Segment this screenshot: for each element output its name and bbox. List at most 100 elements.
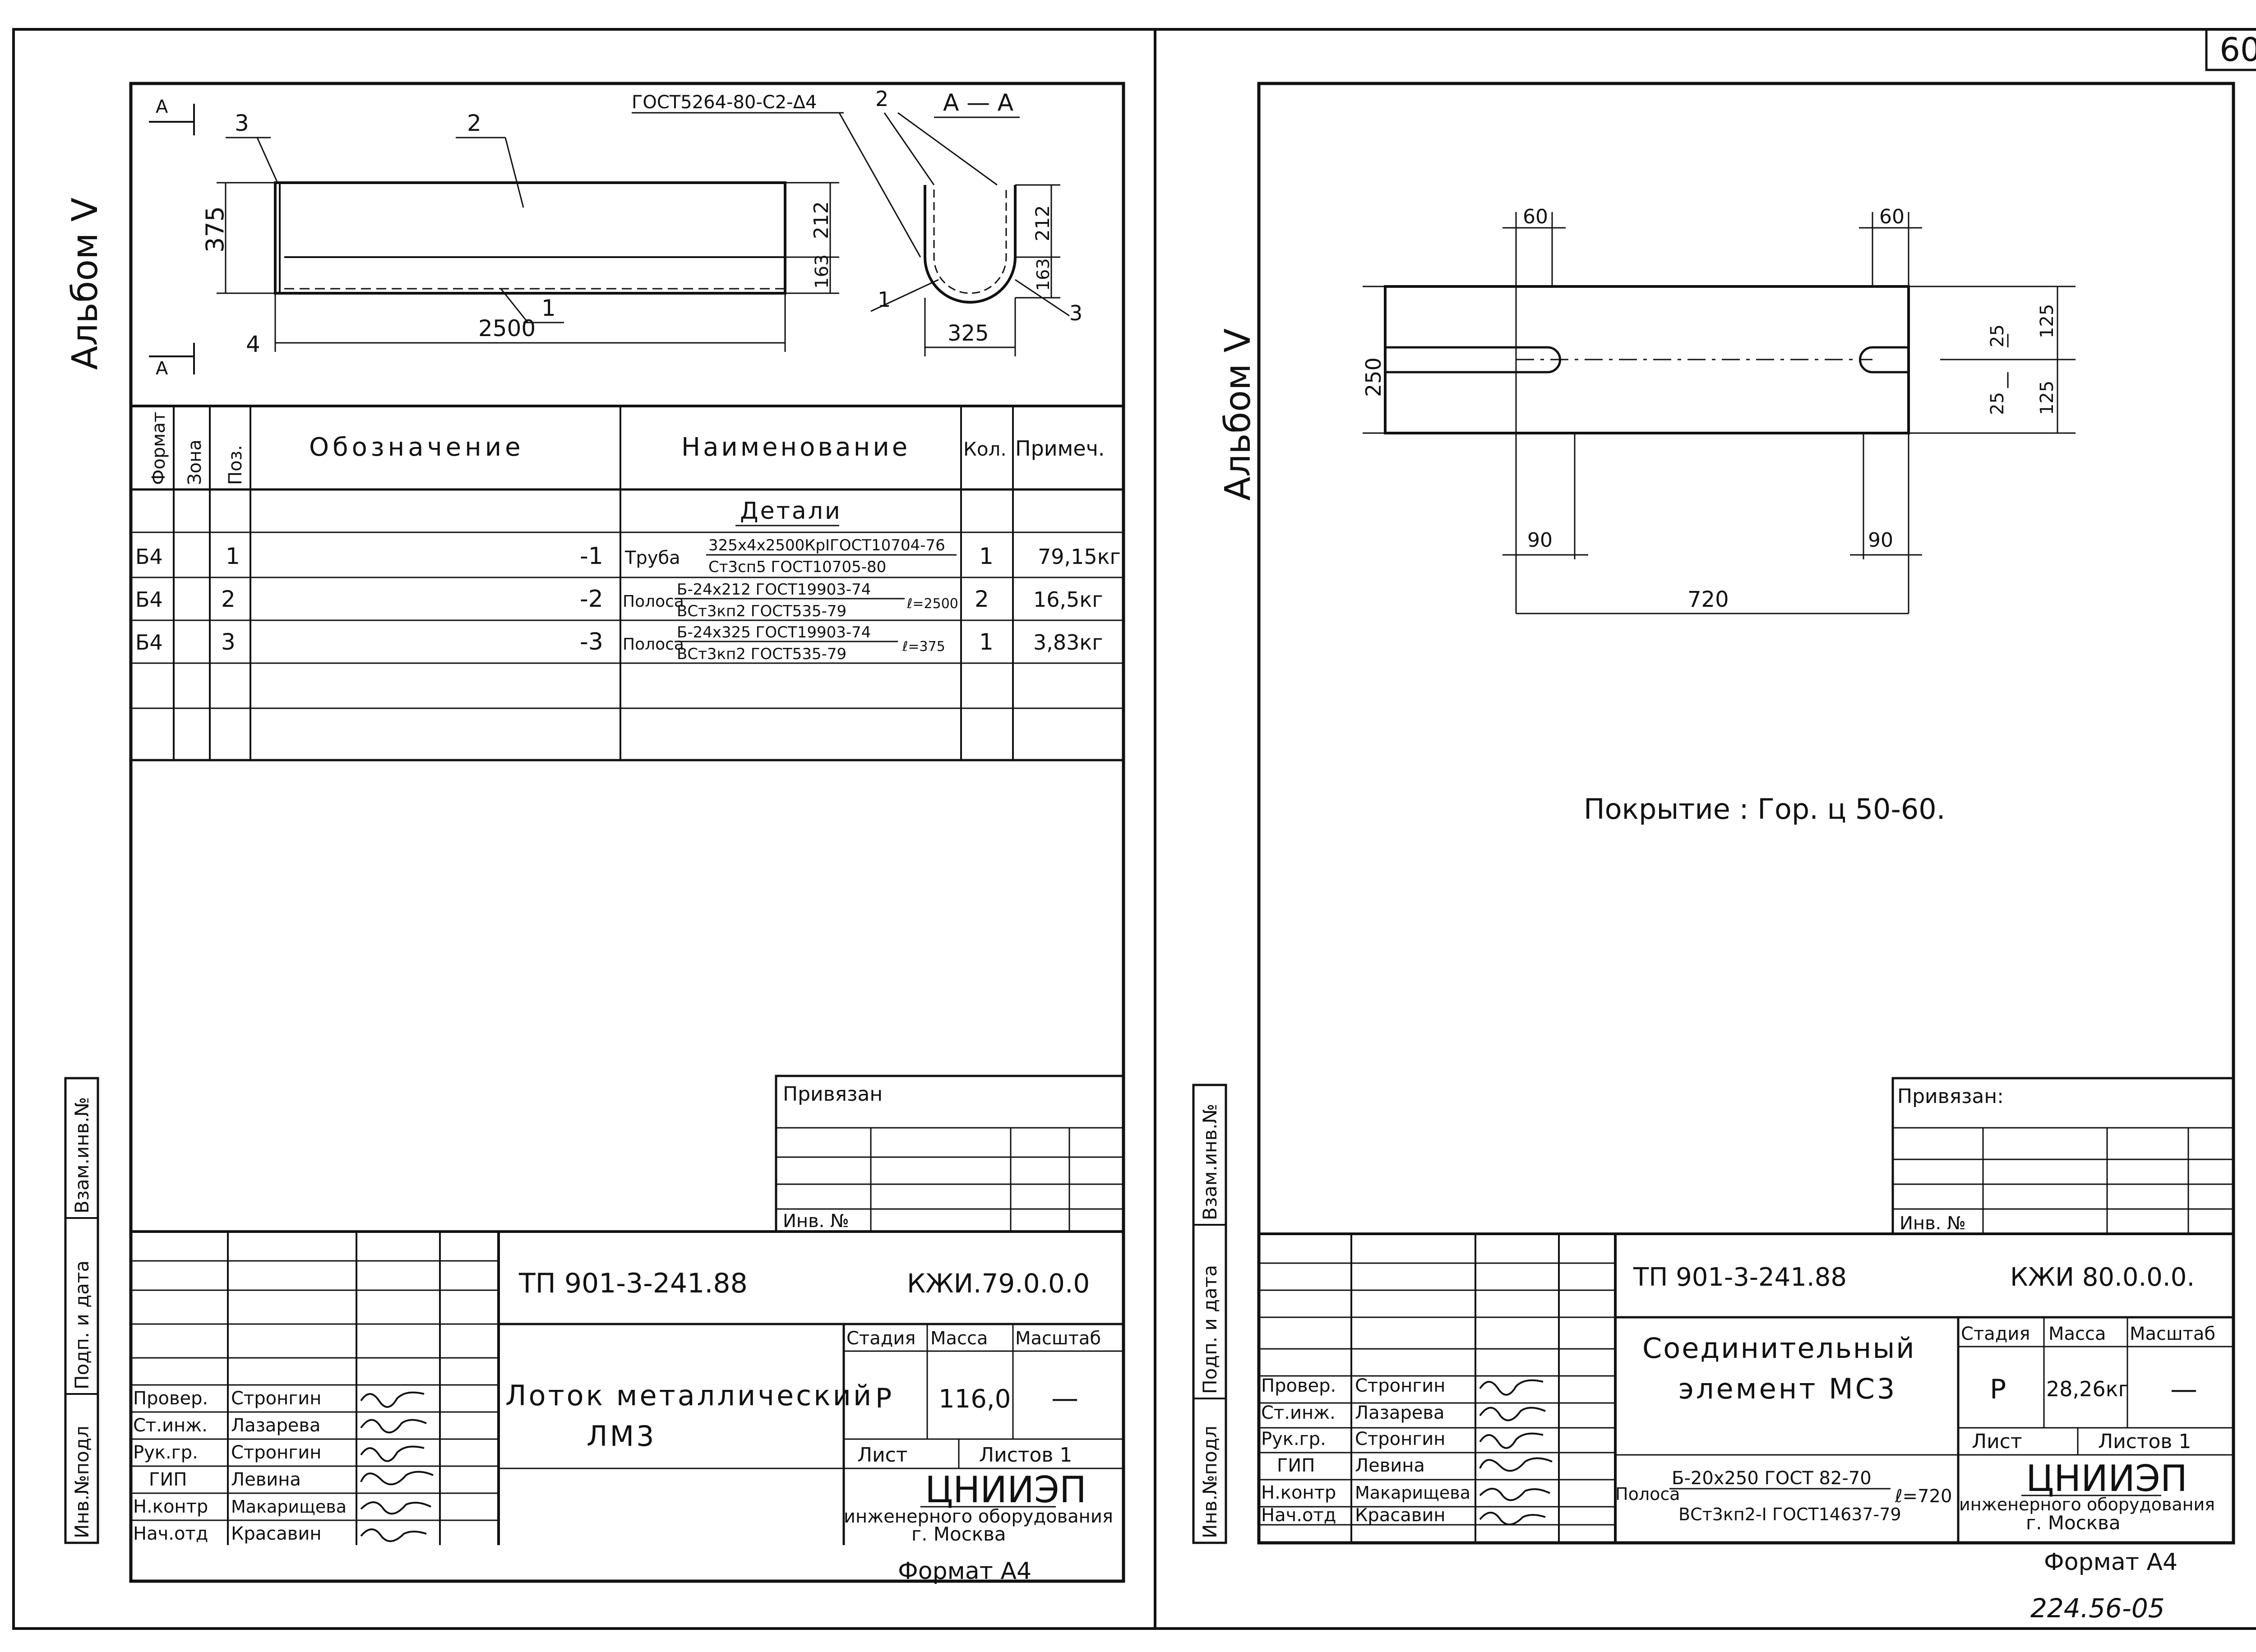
org-line2: инженерного оборудования — [1959, 1495, 2215, 1514]
stamp-number: 224.56-05 — [2030, 1593, 2165, 1624]
side-label-podp: Подп. и дата — [1199, 1265, 1221, 1394]
row-pos: 2 — [221, 586, 236, 612]
privyazan-label: Привязан: — [1897, 1085, 2004, 1108]
connecting-element-drawing: 60 60 250 25 25 125 125 90 90 720 — [1361, 205, 2076, 614]
scale-header: Масштаб — [1015, 1328, 1101, 1349]
stage-value: Р — [875, 1383, 892, 1414]
row-qty: 1 — [979, 543, 994, 569]
staff-name: Стронгин — [1355, 1429, 1445, 1449]
row-designation: -2 — [580, 586, 603, 613]
dim-125-top: 125 — [2037, 304, 2057, 338]
page-number: 60 — [2219, 31, 2256, 69]
table-row: Б4 1 -1 Труба 325х4х2500КрIГОСТ10704-76 … — [135, 536, 1121, 576]
inv-no-label: Инв. № — [783, 1211, 849, 1232]
staff-role: Н.контр — [133, 1496, 208, 1517]
staff-name: Лазарева — [1355, 1403, 1444, 1423]
dim-weld: 4 — [246, 331, 260, 357]
org-line3: г. Москва — [911, 1523, 1006, 1545]
staff-name: Макарищева — [231, 1497, 347, 1517]
coating-note: Покрытие : Гор. ц 50-60. — [1584, 793, 1945, 826]
callout-3: 3 — [235, 110, 249, 136]
row-designation: -1 — [580, 543, 603, 570]
staff-name: Лазарева — [231, 1415, 320, 1436]
staff-role: Н.контр — [1261, 1482, 1336, 1503]
outer-frame — [12, 28, 2256, 1630]
mass-value: 28,26кг — [2046, 1377, 2129, 1401]
row-qty: 1 — [979, 629, 994, 655]
dim-top-right: 60 — [1879, 205, 1905, 228]
th-designation: Обозначение — [309, 433, 524, 462]
doc-number: КЖИ.79.0.0.0 — [907, 1268, 1090, 1299]
row-name: Полоса — [623, 592, 684, 611]
stage-header: Стадия — [846, 1328, 915, 1349]
privyazan-block-left: Привязан Инв. № — [775, 1075, 1125, 1233]
staff-role: Провер. — [133, 1388, 208, 1409]
scale-value: — — [1051, 1383, 1078, 1414]
section-callout-3: 3 — [1069, 301, 1082, 325]
row-format: Б4 — [135, 587, 163, 612]
section-callout-1: 1 — [878, 287, 891, 312]
staff-role: ГИП — [149, 1469, 187, 1490]
th-pos: Поз. — [225, 445, 246, 485]
dim-375: 375 — [201, 206, 229, 253]
callout-1: 1 — [541, 295, 556, 321]
staff-role: Ст.инж. — [1261, 1403, 1336, 1423]
gost-note: ГОСТ5264-80-С2-Δ4 — [632, 92, 817, 113]
format-left: Формат А4 — [898, 1558, 1031, 1585]
doc-title-line1: Соединительный — [1642, 1332, 1916, 1365]
side-label-inv: Инв.№подл — [71, 1426, 93, 1538]
dim-163: 163 — [812, 254, 832, 289]
row-designation: -3 — [580, 628, 603, 655]
sec-dim-212: 212 — [1031, 205, 1054, 241]
dim-slot-bottom: 25 — [1987, 392, 2008, 415]
row-spec-top: Б-24х212 ГОСТ19903-74 — [677, 581, 871, 599]
row-length: ℓ=2500 — [906, 596, 958, 612]
row-spec-bottom: ВСт3кп2 ГОСТ535-79 — [677, 645, 846, 663]
org-name: ЦНИИЭП — [2026, 1458, 2187, 1500]
album-label-left: Альбом V — [65, 198, 106, 370]
staff-name: Стронгин — [231, 1388, 321, 1409]
callout-2: 2 — [467, 110, 481, 136]
doc-code: ТП 901-3-241.88 — [518, 1268, 748, 1299]
staff-name: Красавин — [1355, 1505, 1446, 1526]
dim-125-bottom: 125 — [2037, 381, 2057, 415]
th-zone: Зона — [185, 439, 205, 485]
row-format: Б4 — [135, 630, 163, 655]
section-callout-2: 2 — [875, 87, 888, 111]
material-name: Полоса — [1615, 1484, 1680, 1504]
row-note: 16,5кг — [1033, 587, 1103, 612]
sheet-header: Лист — [1972, 1430, 2022, 1453]
row-note: 79,15кг — [1038, 545, 1121, 569]
doc-number: КЖИ 80.0.0.0. — [2010, 1263, 2195, 1292]
staff-role: Нач.отд — [133, 1523, 208, 1544]
dim-bottom-right: 90 — [1868, 529, 1893, 552]
mass-header: Масса — [2048, 1324, 2106, 1344]
org-name: ЦНИИЭП — [925, 1469, 1086, 1511]
staff-role: Рук.гр. — [133, 1442, 198, 1463]
staff-name: Левина — [1355, 1455, 1425, 1476]
right-side-stamp: Взам.инв.№ Подп. и дата Инв.№подл — [1192, 1084, 1227, 1544]
staff-name: Стронгин — [1355, 1375, 1445, 1396]
section-details: Детали — [740, 498, 842, 525]
side-label-vzam: Взам.инв.№ — [71, 1097, 93, 1214]
material-length: ℓ=720 — [1895, 1486, 1952, 1507]
doc-title-line2: ЛМ3 — [587, 1420, 656, 1453]
sheet-header: Лист — [857, 1444, 908, 1467]
section-mark-bottom: А — [156, 358, 168, 379]
title-block-left: Провер. Стронгин Ст.инж. Лазарева Рук.гр… — [131, 1230, 1123, 1545]
staff-role: ГИП — [1277, 1455, 1315, 1476]
staff-name: Левина — [231, 1469, 301, 1490]
scale-value: — — [2170, 1374, 2197, 1405]
row-spec-bottom: ВСт3кп2 ГОСТ535-79 — [677, 602, 846, 620]
privyazan-block-right: Привязан: Инв. № — [1891, 1077, 2235, 1235]
doc-code: ТП 901-3-241.88 — [1633, 1263, 1847, 1292]
doc-title-line2: элемент МС3 — [1678, 1372, 1897, 1405]
row-spec-top: Б-24х325 ГОСТ19903-74 — [677, 623, 871, 641]
dim-top-left: 60 — [1523, 205, 1548, 228]
staff-role: Нач.отд — [1261, 1505, 1336, 1526]
row-pos: 1 — [226, 543, 240, 569]
spec-table: Формат Зона Поз. Обозначение Наименовани… — [131, 405, 1123, 761]
dim-bottom-left: 90 — [1527, 529, 1553, 552]
th-note: Примеч. — [1015, 436, 1105, 461]
